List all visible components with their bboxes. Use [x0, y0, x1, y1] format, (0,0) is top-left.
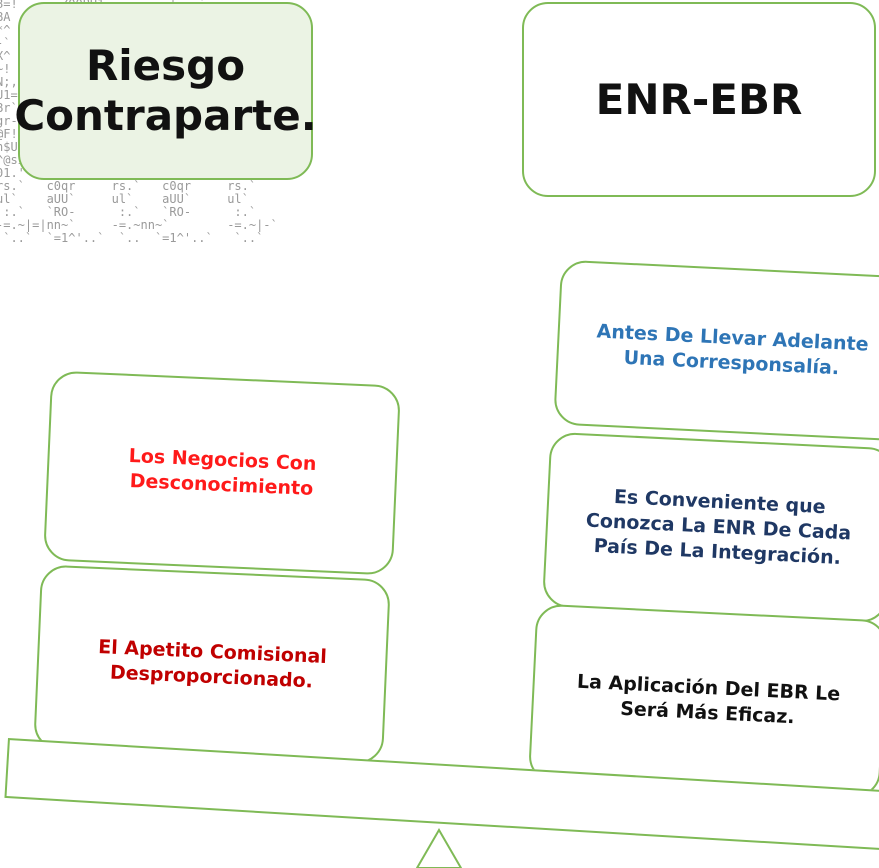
left-item-box: Los Negocios Con Desconocimiento: [43, 370, 401, 576]
riesgo-contraparte-title-box: Riesgo Contraparte.: [14, 2, 317, 180]
right-item-box: La Aplicación Del EBR Le Será Más Eficaz…: [527, 603, 879, 799]
left-item-box: El Apetito Comisional Desproporcionado.: [33, 564, 391, 765]
fulcrum-triangle: [415, 828, 463, 868]
title-line: Riesgo: [85, 41, 246, 90]
enr-ebr-title-box: ENR-EBR: [522, 2, 876, 197]
title-line: Contraparte.: [14, 91, 317, 140]
title-text: ENR-EBR: [595, 74, 803, 124]
right-item-box: Antes De Llevar Adelante Una Corresponsa…: [553, 259, 879, 442]
right-item-box: Es Conveniente que Conozca La ENR De Cad…: [541, 431, 879, 624]
